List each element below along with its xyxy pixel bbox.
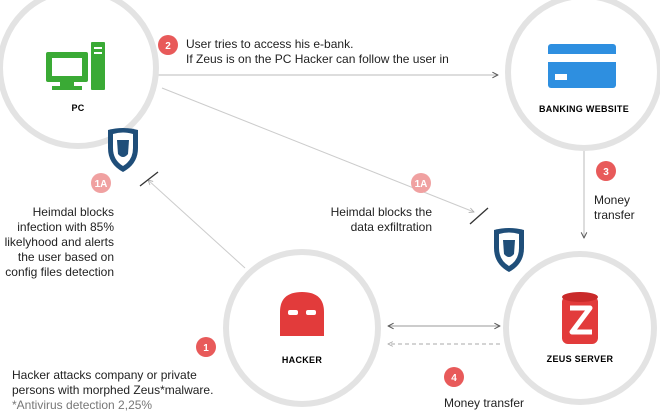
bank-label: BANKING WEBSITE — [539, 104, 629, 114]
block-left-line: the user based on — [17, 250, 114, 264]
database-z-icon — [562, 292, 598, 344]
block-left-line: config files detection — [5, 265, 114, 279]
step1-text: Hacker attacks company or private person… — [12, 368, 213, 413]
svg-text:1: 1 — [203, 343, 209, 354]
block-left-line: infection with 85% — [17, 220, 114, 234]
block-right-line: Heimdal blocks the — [330, 205, 432, 219]
step-1a-badge-left: 1A — [91, 173, 111, 193]
desktop-computer-icon — [46, 42, 105, 90]
svg-text:4: 4 — [451, 373, 457, 384]
block-mark-right — [469, 207, 489, 225]
svg-text:3: 3 — [603, 167, 609, 178]
balaclava-icon — [280, 292, 324, 336]
zeus-label: ZEUS SERVER — [547, 354, 614, 364]
svg-text:2: 2 — [165, 41, 171, 52]
block-left-line: likelyhood and alerts — [4, 235, 114, 249]
step-1a-badge-right: 1A — [411, 173, 431, 193]
step2-text: User tries to access his e-bank. If Zeus… — [186, 37, 449, 67]
step3-line: transfer — [594, 208, 635, 222]
svg-text:1A: 1A — [415, 179, 428, 190]
step2-line1: User tries to access his e-bank. — [186, 37, 354, 51]
block-mark-left — [139, 171, 159, 187]
hacker-label: HACKER — [282, 355, 323, 365]
step2-line2: If Zeus is on the PC Hacker can follow t… — [186, 52, 449, 66]
credit-card-icon — [548, 44, 616, 88]
block-right-text: Heimdal blocks the data exfiltration — [322, 205, 432, 235]
pc-label: PC — [71, 103, 84, 113]
heimdal-shield-icon — [108, 128, 138, 172]
step-4-badge: 4 — [444, 367, 464, 387]
svg-text:1A: 1A — [95, 179, 108, 190]
block-left-text: Heimdal blocks infection with 85% likely… — [4, 205, 114, 280]
step1-line: persons with morphed Zeus*malware. — [12, 383, 214, 397]
arrow-hacker-to-pc — [148, 180, 246, 269]
block-left-line: Heimdal blocks — [32, 205, 114, 219]
step-1-badge: 1 — [196, 337, 216, 357]
step-2-badge: 2 — [158, 35, 178, 55]
arrow-pc-to-zeus — [161, 87, 474, 212]
step1-line: Hacker attacks company or private — [12, 368, 197, 382]
block-right-line: data exfiltration — [350, 220, 432, 234]
step-3-badge: 3 — [596, 161, 616, 181]
heimdal-shield-icon — [494, 228, 524, 272]
footnote: *Antivirus detection 2,25% — [12, 398, 153, 412]
step3-text: Money transfer — [594, 193, 635, 223]
step3-line: Money — [594, 193, 631, 207]
step4-text: Money transfer — [444, 396, 525, 410]
